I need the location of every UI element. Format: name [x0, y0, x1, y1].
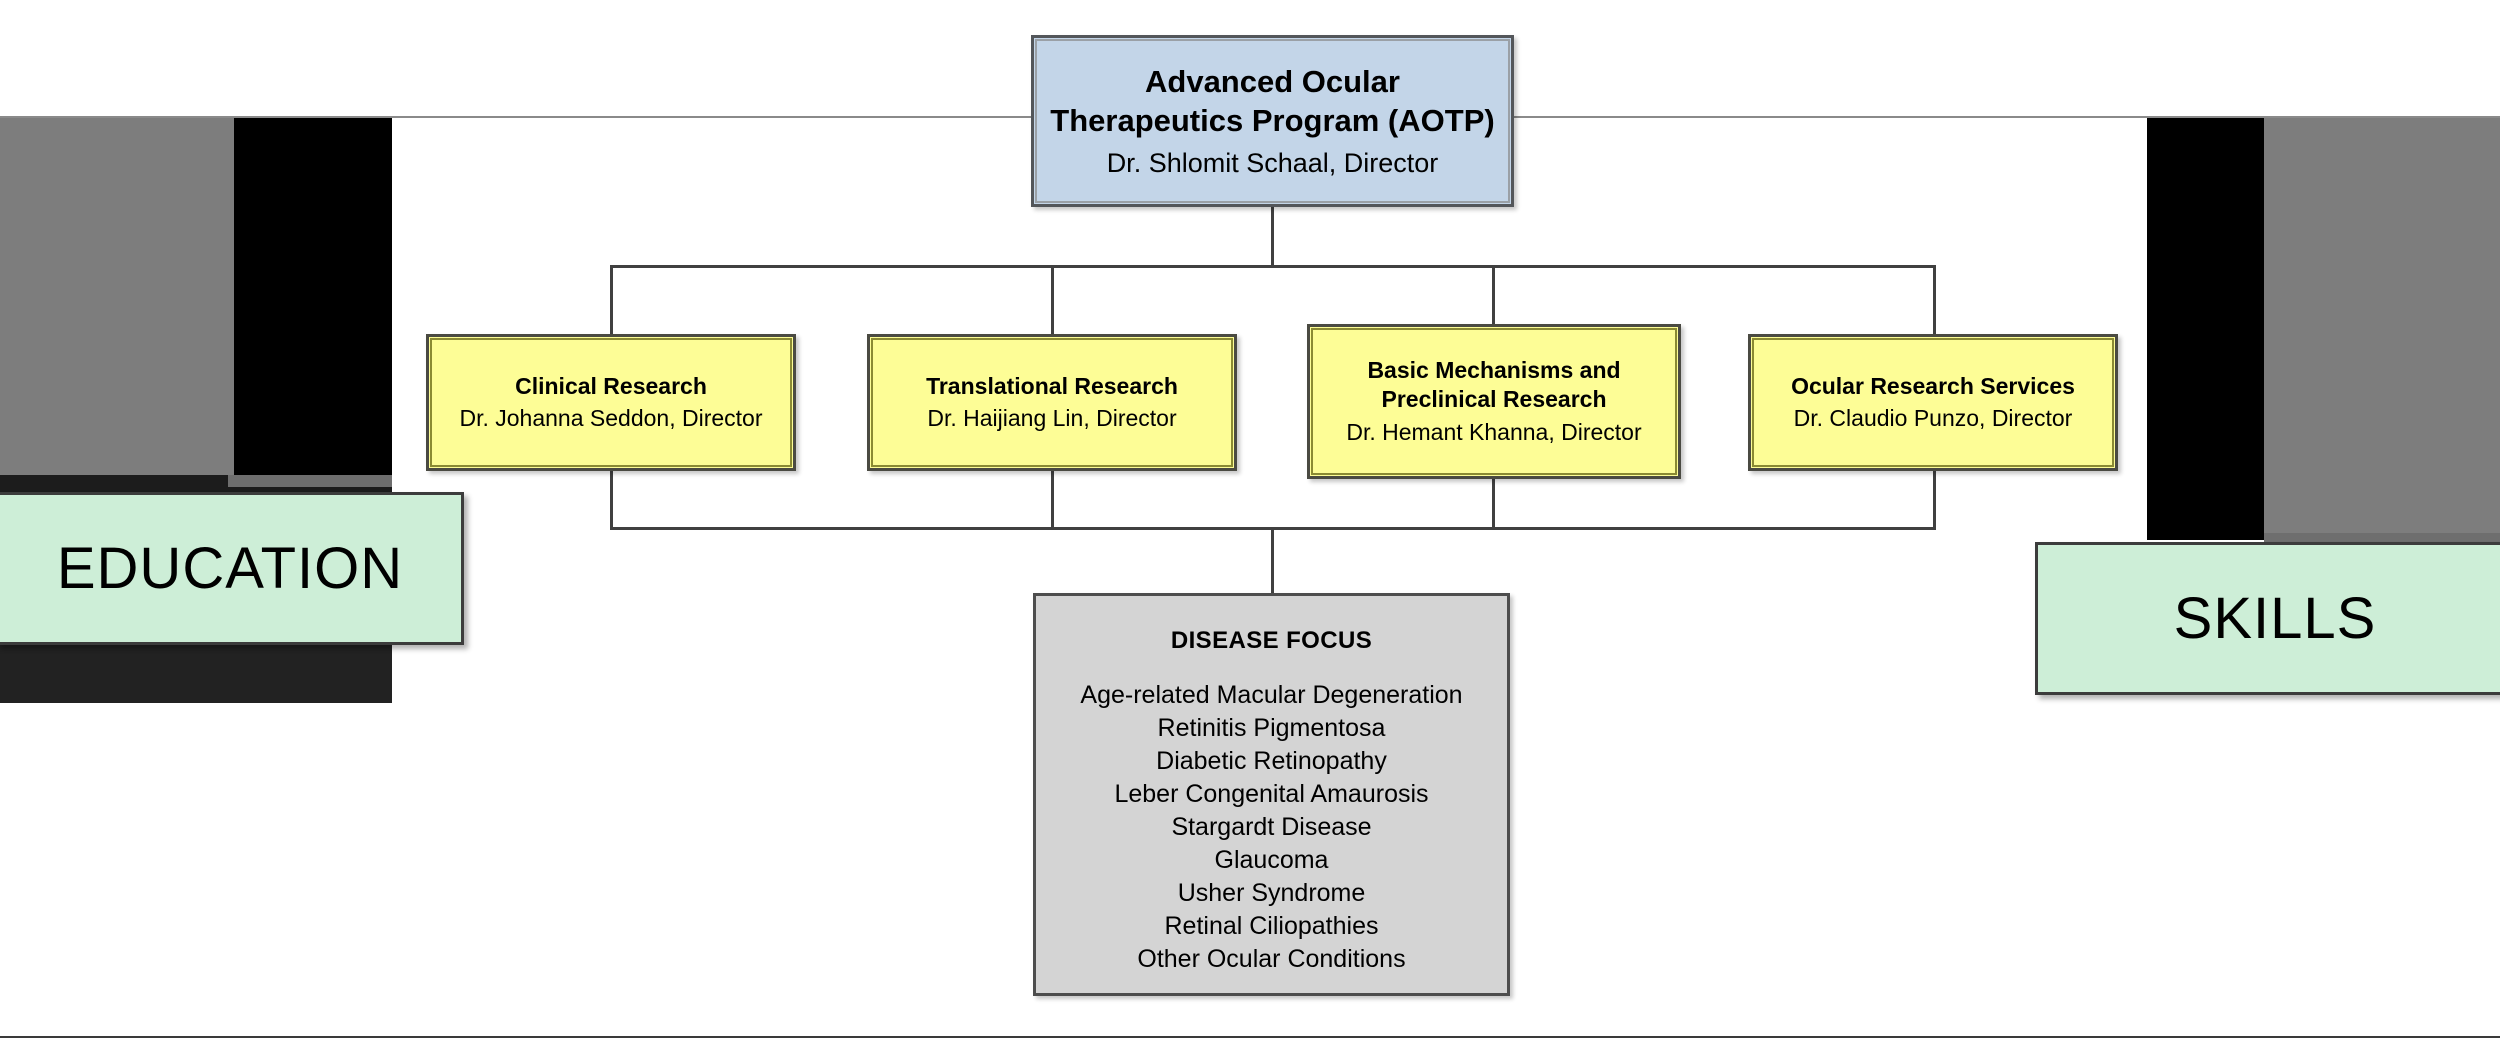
- background-block-gray-left: [0, 117, 234, 475]
- division-subtitle: Dr. Claudio Punzo, Director: [1793, 405, 2073, 431]
- node-root-title-line2: Therapeutics Program (AOTP): [1050, 103, 1495, 139]
- connector-drop-division-1: [610, 265, 613, 335]
- division-subtitle: Dr. Haijiang Lin, Director: [927, 405, 1177, 431]
- background-band-right: [2264, 533, 2500, 542]
- list-item: Usher Syndrome: [1177, 878, 1366, 907]
- background-band-gray-left: [228, 475, 392, 487]
- background-block-black-left: [234, 117, 392, 475]
- node-root-title-line1: Advanced Ocular: [1145, 63, 1400, 99]
- connector-root-down: [1271, 205, 1274, 267]
- disease-focus-list: Age-related Macular Degeneration Retinit…: [1080, 679, 1462, 976]
- background-block-gray-right: [2264, 117, 2500, 540]
- node-division-basic-mechanisms[interactable]: Basic Mechanisms and Preclinical Researc…: [1307, 324, 1681, 479]
- connector-drop-division-4: [1933, 265, 1936, 335]
- division-title-line1: Clinical Research: [515, 372, 707, 399]
- callout-education-label: EDUCATION: [56, 536, 404, 601]
- division-title-line1: Ocular Research Services: [1791, 372, 2075, 399]
- connector-rise-division-1: [610, 470, 613, 530]
- list-item: Glaucoma: [1214, 845, 1329, 874]
- connector-drop-division-3: [1492, 265, 1495, 325]
- callout-skills[interactable]: SKILLS: [2035, 542, 2500, 695]
- node-division-clinical-research[interactable]: Clinical Research Dr. Johanna Seddon, Di…: [426, 334, 796, 471]
- callout-skills-label: SKILLS: [2173, 586, 2377, 651]
- connector-drop-division-2: [1051, 265, 1054, 335]
- division-subtitle: Dr. Hemant Khanna, Director: [1346, 418, 1642, 445]
- list-item: Retinal Ciliopathies: [1164, 911, 1379, 940]
- list-item: Retinitis Pigmentosa: [1157, 713, 1386, 742]
- node-root-subtitle: Dr. Shlomit Schaal, Director: [1106, 147, 1439, 178]
- node-division-ocular-research-services[interactable]: Ocular Research Services Dr. Claudio Pun…: [1748, 334, 2118, 471]
- connector-down-to-disease: [1271, 527, 1274, 593]
- node-disease-focus[interactable]: DISEASE FOCUS Age-related Macular Degene…: [1033, 593, 1510, 996]
- connector-rise-division-3: [1492, 478, 1495, 530]
- list-item: Age-related Macular Degeneration: [1080, 680, 1463, 709]
- connector-rise-division-2: [1051, 470, 1054, 530]
- slide-rule-bottom: [0, 1036, 2500, 1038]
- list-item: Leber Congenital Amaurosis: [1114, 779, 1429, 808]
- connector-bus-upper: [610, 265, 1935, 268]
- list-item: Stargardt Disease: [1171, 812, 1372, 841]
- connector-rise-division-4: [1933, 470, 1936, 530]
- list-item: Other Ocular Conditions: [1137, 944, 1406, 973]
- background-block-charcoal-left: [0, 645, 392, 703]
- division-subtitle: Dr. Johanna Seddon, Director: [459, 405, 763, 431]
- division-title-line2: Preclinical Research: [1381, 386, 1607, 413]
- division-title-line1: Basic Mechanisms and: [1367, 356, 1621, 383]
- division-title-line1: Translational Research: [926, 372, 1178, 399]
- disease-focus-heading: DISEASE FOCUS: [1170, 627, 1373, 654]
- callout-education[interactable]: EDUCATION: [0, 492, 464, 645]
- list-item: Diabetic Retinopathy: [1156, 746, 1387, 775]
- node-root-aotp[interactable]: Advanced Ocular Therapeutics Program (AO…: [1031, 35, 1514, 207]
- background-block-black-right: [2147, 117, 2264, 540]
- node-division-translational-research[interactable]: Translational Research Dr. Haijiang Lin,…: [867, 334, 1237, 471]
